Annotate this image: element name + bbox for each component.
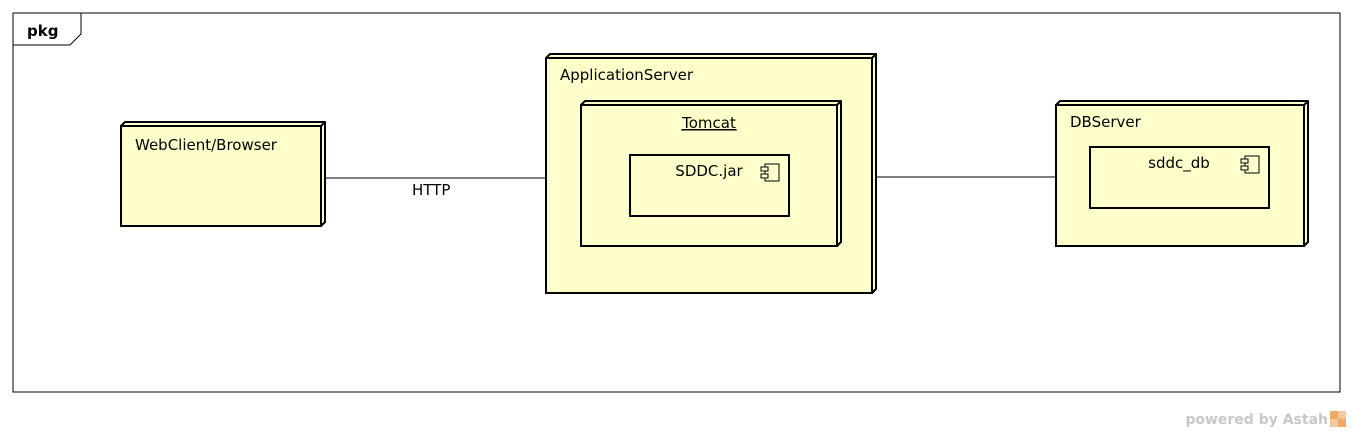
node-web-client[interactable]: WebClient/Browser (120, 121, 326, 227)
node-tomcat-label: Tomcat (681, 114, 736, 132)
node-db-server-label: DBServer (1070, 113, 1142, 131)
component-icon (1240, 155, 1260, 174)
node-application-server-label: ApplicationServer (560, 66, 694, 84)
link-http[interactable]: HTTP (325, 177, 546, 199)
component-sddc-db[interactable]: sddc_db (1089, 146, 1270, 209)
component-icon (760, 163, 780, 182)
frame-label: pkg (27, 22, 58, 40)
link-http-label: HTTP (412, 181, 450, 199)
watermark-text: powered by Astah (1185, 412, 1328, 428)
component-sddc-jar-label: SDDC.jar (675, 162, 743, 180)
component-sddc-db-label: sddc_db (1148, 154, 1210, 173)
astah-logo-icon (1330, 411, 1346, 427)
node-web-client-label: WebClient/Browser (135, 136, 278, 154)
watermark: powered by Astah (1185, 411, 1346, 428)
component-sddc-jar[interactable]: SDDC.jar (629, 154, 790, 217)
